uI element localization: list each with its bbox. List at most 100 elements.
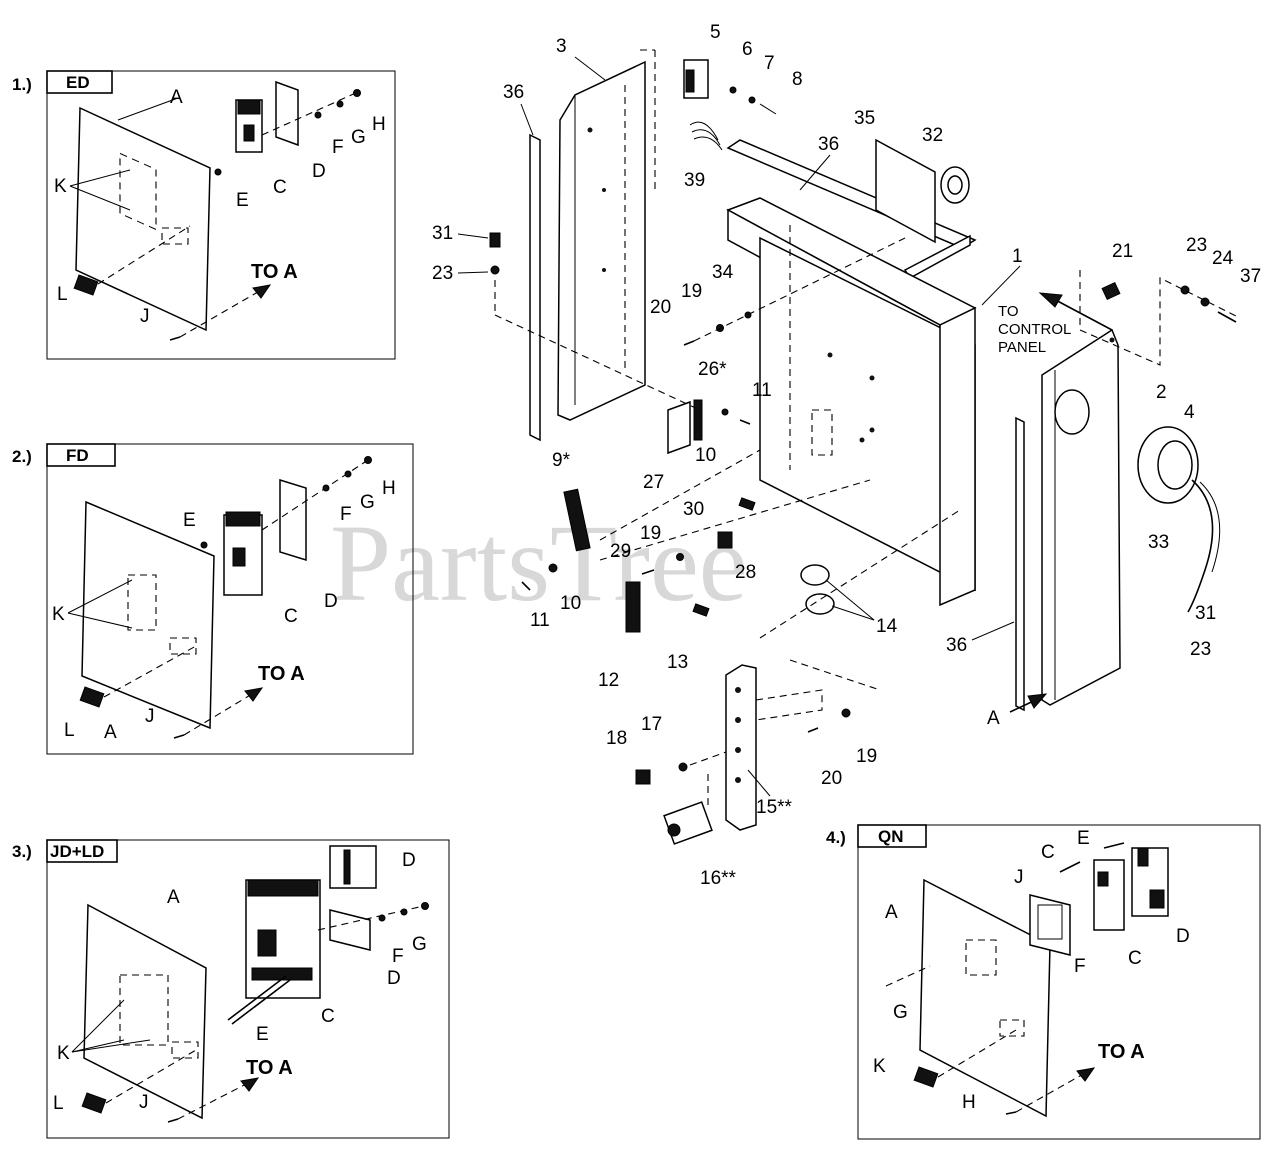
inset-4-part-k	[913, 1066, 939, 1088]
inset-2-lug-cover	[279, 478, 307, 562]
svg-text:TO A: TO A	[258, 663, 305, 685]
part-9-terminal-strip	[563, 488, 591, 552]
svg-text:TO: TO	[998, 303, 1019, 320]
part-18-nut	[635, 769, 651, 785]
inset-3-panel-plate	[83, 903, 207, 1120]
svg-text:10: 10	[695, 445, 716, 466]
part-30-clip	[738, 497, 756, 511]
svg-text:7: 7	[764, 53, 775, 74]
svg-text:G: G	[893, 1002, 908, 1023]
svg-text:G: G	[360, 492, 375, 513]
svg-text:5: 5	[710, 22, 721, 43]
inset-2-frame	[46, 443, 414, 755]
svg-text:16**: 16**	[700, 868, 737, 889]
svg-text:F: F	[332, 137, 344, 158]
svg-text:36: 36	[818, 134, 839, 155]
svg-text:A: A	[167, 887, 180, 908]
svg-text:H: H	[962, 1092, 976, 1113]
inset-4-title: QN	[878, 827, 904, 846]
part-33-cable	[1187, 479, 1214, 613]
inset-4-number: 4.)	[826, 828, 846, 847]
svg-text:C: C	[321, 1006, 335, 1027]
svg-text:A: A	[170, 87, 183, 108]
part-39-wire-harness	[689, 121, 723, 151]
inset-2-title: FD	[66, 446, 89, 465]
svg-text:31: 31	[1195, 603, 1216, 624]
inset-2-title-box	[46, 443, 116, 467]
inset-ed: 1.) ED A K C D E F G H	[12, 70, 396, 360]
svg-text:29: 29	[610, 541, 631, 562]
inset-3-cover-top	[329, 845, 377, 889]
part-36-strip-right	[1015, 416, 1025, 712]
svg-text:36: 36	[946, 635, 967, 656]
inset-1-frame	[46, 70, 396, 360]
part-36-strip-left	[529, 133, 541, 442]
inset-qn: 4.) QN E C J A D C F G K H TO A	[826, 824, 1261, 1140]
part-3-side-bracket	[557, 60, 646, 421]
part-35-plate	[875, 138, 936, 244]
svg-text:24: 24	[1212, 248, 1234, 269]
svg-text:L: L	[53, 1093, 64, 1114]
svg-text:26*: 26*	[698, 359, 727, 380]
svg-text:10: 10	[560, 593, 581, 614]
part-14-insulator-upper	[800, 564, 830, 586]
svg-text:23: 23	[432, 263, 453, 284]
inset-1-title-box	[46, 70, 113, 94]
svg-text:J: J	[1014, 867, 1024, 888]
inset-1-lug-cover	[275, 80, 299, 147]
svg-text:F: F	[340, 504, 352, 525]
svg-text:1: 1	[1012, 246, 1023, 267]
svg-text:PANEL: PANEL	[998, 339, 1046, 356]
svg-text:D: D	[387, 968, 401, 989]
svg-text:J: J	[139, 1092, 149, 1113]
svg-text:6: 6	[742, 39, 753, 60]
svg-text:K: K	[52, 604, 65, 625]
svg-text:F: F	[1074, 956, 1086, 977]
svg-text:K: K	[873, 1056, 886, 1077]
svg-text:D: D	[312, 161, 326, 182]
part-27-terminal-board	[667, 400, 691, 455]
part-14-insulator-lower	[805, 593, 835, 615]
svg-text:C: C	[284, 606, 298, 627]
svg-text:27: 27	[643, 472, 664, 493]
svg-text:19: 19	[856, 746, 877, 767]
svg-text:H: H	[372, 114, 386, 135]
svg-text:K: K	[57, 1043, 70, 1064]
svg-text:G: G	[351, 127, 366, 148]
inset-4-breaker	[1093, 859, 1125, 931]
svg-text:19: 19	[681, 281, 702, 302]
inset-1-part-l	[73, 274, 99, 296]
svg-text:28: 28	[735, 562, 756, 583]
inset-3-part-l	[81, 1092, 107, 1114]
svg-text:13: 13	[667, 652, 688, 673]
main-assembly: 3 5 6 7 8 36 35 32 36 39 31 23 1 21 23 2…	[432, 22, 1261, 889]
svg-text:19: 19	[640, 523, 661, 544]
svg-text:2: 2	[1156, 382, 1167, 403]
svg-text:E: E	[1077, 828, 1090, 849]
svg-text:12: 12	[598, 670, 619, 691]
inset-3-cover-side	[329, 909, 371, 951]
svg-text:K: K	[54, 176, 67, 197]
svg-text:35: 35	[854, 108, 875, 129]
svg-text:30: 30	[683, 499, 704, 520]
svg-text:TO A: TO A	[1098, 1041, 1145, 1063]
svg-text:37: 37	[1240, 266, 1261, 287]
svg-text:21: 21	[1112, 241, 1133, 262]
svg-text:J: J	[140, 306, 150, 327]
svg-text:14: 14	[876, 616, 898, 637]
svg-text:CONTROL: CONTROL	[998, 321, 1071, 338]
svg-text:D: D	[324, 591, 338, 612]
part-12-terminal-strip	[625, 581, 641, 633]
svg-text:4: 4	[1184, 402, 1195, 423]
svg-text:9*: 9*	[552, 450, 571, 471]
part-21-screw	[1101, 281, 1121, 301]
svg-text:C: C	[1128, 948, 1142, 969]
inset-4-frame	[857, 824, 1261, 1140]
svg-text:C: C	[1041, 842, 1055, 863]
svg-text:D: D	[402, 850, 416, 871]
part-31-screw	[489, 232, 501, 248]
inset-3-title: JD+LD	[50, 842, 104, 861]
inset-2-part-l	[79, 686, 105, 708]
inset-fd: 2.) FD E F G H K C D L A J TO A	[12, 443, 414, 755]
svg-text:20: 20	[821, 768, 842, 789]
